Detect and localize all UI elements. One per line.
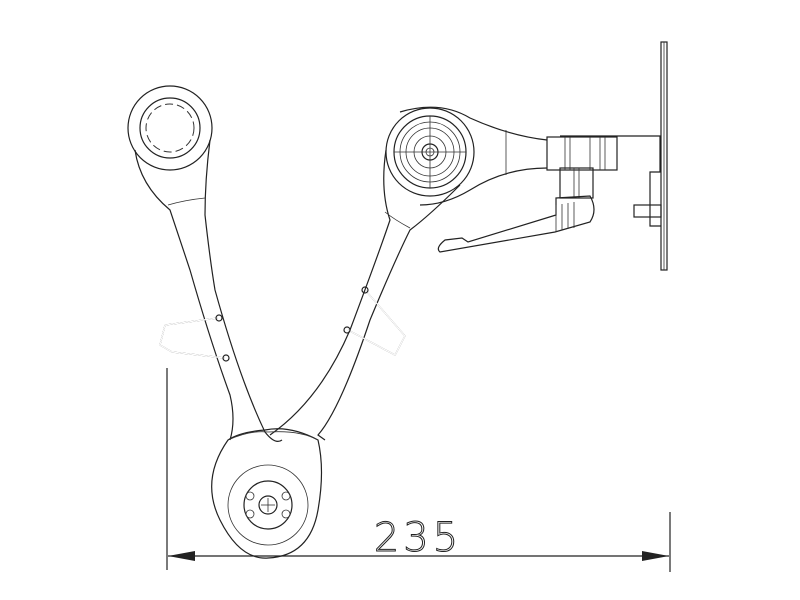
wall-plate bbox=[560, 41, 668, 271]
upper-arm bbox=[399, 106, 548, 206]
left-top-joint bbox=[127, 85, 213, 171]
right-arm bbox=[269, 149, 461, 441]
bottom-joint bbox=[211, 428, 323, 559]
left-cable-clip bbox=[159, 314, 230, 362]
upper-bracket bbox=[546, 136, 618, 199]
dimension-arrow-right bbox=[642, 551, 669, 561]
lower-bracket bbox=[437, 195, 595, 253]
dimension-235: 235 bbox=[166, 368, 671, 572]
left-arm bbox=[134, 139, 283, 442]
right-elbow-joint bbox=[385, 107, 475, 197]
dimension-arrow-left bbox=[168, 551, 195, 561]
dimension-label: 235 bbox=[374, 515, 462, 561]
right-cable-clip bbox=[343, 286, 406, 356]
